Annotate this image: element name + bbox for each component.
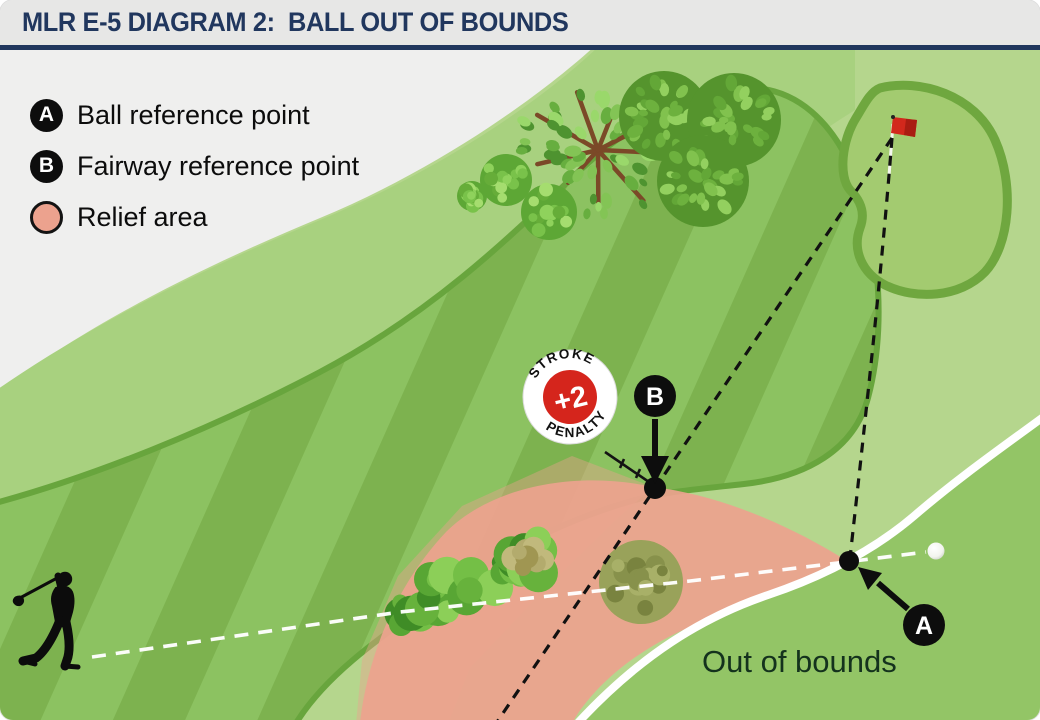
point-b-label: B [646,383,664,411]
penalty-value: +2 [551,380,591,419]
point-a-label: A [915,612,933,640]
point-a-marker: A [858,567,945,646]
point-a-legend-icon: A [30,98,63,132]
legend-item-ball-reference: A Ball reference point [30,98,359,132]
flag-icon [891,115,917,137]
ball-flight-dashed-line [91,550,927,659]
point-a-dot [839,551,859,571]
legend-item-fairway-reference: B Fairway reference point [30,149,359,183]
point-b-marker: B [634,375,676,484]
legend-label: Relief area [77,201,208,232]
page-title: MLR E-5 DIAGRAM 2: BALL OUT OF BOUNDS [22,7,569,37]
golfer-silhouette [12,571,81,671]
relief-measure-line [604,450,650,484]
stroke-penalty-badge: +2 STROKE PENALTY [522,338,618,447]
point-b-dot [644,477,666,499]
legend-label: Ball reference point [77,99,310,130]
point-b-legend-icon: B [30,149,63,183]
olive-bush [599,540,683,624]
tan-bush [501,536,555,576]
hole-line-to-a [848,137,894,559]
round-trees [619,71,781,227]
legend: A Ball reference point B Fairway referen… [30,98,359,251]
title-bar: MLR E-5 DIAGRAM 2: BALL OUT OF BOUNDS [0,0,1040,50]
golf-ball [927,542,945,560]
out-of-bounds-label: Out of bounds [702,644,897,679]
small-bushes [457,154,577,240]
legend-label: Fairway reference point [77,150,360,181]
out-of-bounds-line [575,414,1040,720]
relief-area-legend-icon [30,200,63,234]
putting-green [838,80,1012,299]
legend-item-relief-area: Relief area [30,200,359,234]
